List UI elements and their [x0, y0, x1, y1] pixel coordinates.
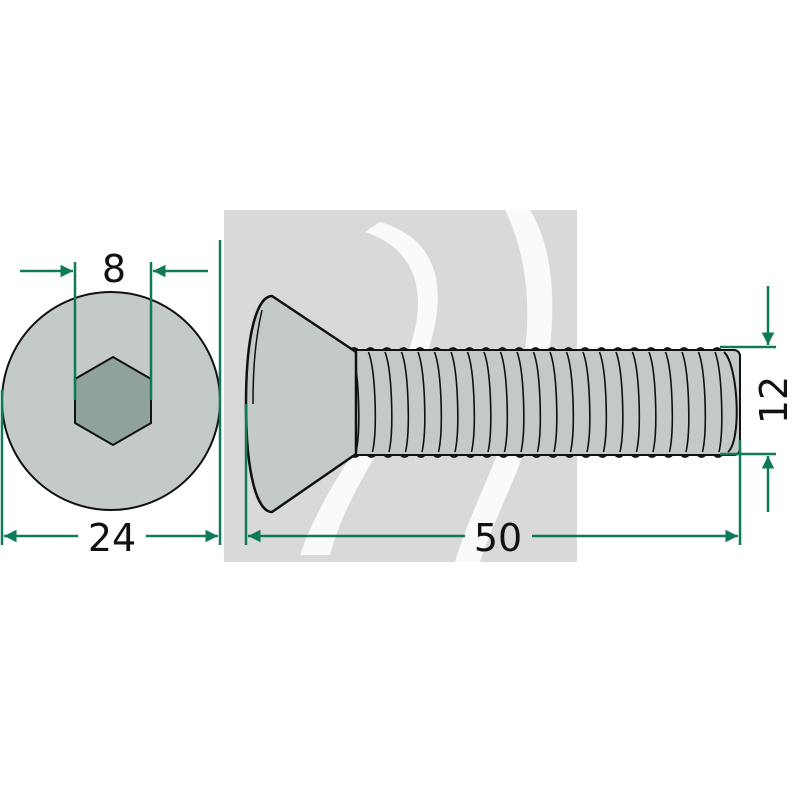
head-diameter-label: 24 — [88, 516, 136, 560]
thread-crest — [415, 347, 426, 458]
hex-socket-label: 8 — [102, 247, 126, 291]
dimension-head-diameter — [0, 240, 222, 545]
screw-shank — [341, 349, 741, 456]
screw-end-view — [1, 291, 221, 511]
thread-ridge — [697, 351, 707, 453]
thread-end — [723, 351, 738, 453]
thread-crest — [695, 347, 707, 458]
thread-ridge — [483, 351, 492, 453]
thread-diameter-label: 12 — [752, 376, 796, 424]
dimension-thread-diameter — [720, 286, 776, 512]
dimension-length — [244, 404, 742, 545]
thread-ridge — [400, 351, 410, 453]
thread-ridge — [433, 351, 443, 453]
screw-threads — [349, 347, 738, 458]
thread-ridge — [466, 351, 476, 453]
thread-crest — [365, 347, 377, 458]
thread-ridge — [384, 351, 393, 453]
thread-ridge — [648, 351, 657, 453]
thread-ridge — [582, 351, 591, 453]
thread-ridge — [598, 351, 608, 453]
thread-crest — [530, 347, 542, 458]
thread-ridge — [615, 351, 624, 453]
thread-crest — [613, 347, 624, 458]
thread-crest — [629, 347, 641, 458]
thread-ridge — [450, 351, 459, 453]
thread-crest — [481, 347, 492, 458]
thread-ridge — [499, 351, 509, 453]
thread-crest — [547, 347, 558, 458]
thread-crest — [398, 347, 410, 458]
thread-ridge — [681, 351, 690, 453]
thread-crest — [580, 347, 591, 458]
thread-crest — [514, 347, 525, 458]
thread-crest — [662, 347, 674, 458]
thread-ridge — [549, 351, 558, 453]
thread-crest — [679, 347, 690, 458]
thread-ridge — [532, 351, 542, 453]
thread-ridge — [367, 351, 377, 453]
thread-crest — [464, 347, 476, 458]
thread-crest — [646, 347, 657, 458]
thread-crest — [497, 347, 509, 458]
thread-ridge — [565, 351, 575, 453]
thread-ridge — [664, 351, 674, 453]
thread-crest — [431, 347, 443, 458]
screw-side-view — [244, 294, 741, 514]
thread-ridge — [714, 351, 723, 453]
dimension-hex-socket — [20, 262, 208, 400]
length-label: 50 — [474, 516, 522, 560]
thread-ridge — [417, 351, 426, 453]
thread-crest — [596, 347, 608, 458]
thread-crest — [712, 347, 723, 458]
thread-crest — [382, 347, 393, 458]
thread-ridge — [631, 351, 641, 453]
thread-crest — [563, 347, 575, 458]
thread-crest — [448, 347, 459, 458]
thread-ridge — [516, 351, 525, 453]
